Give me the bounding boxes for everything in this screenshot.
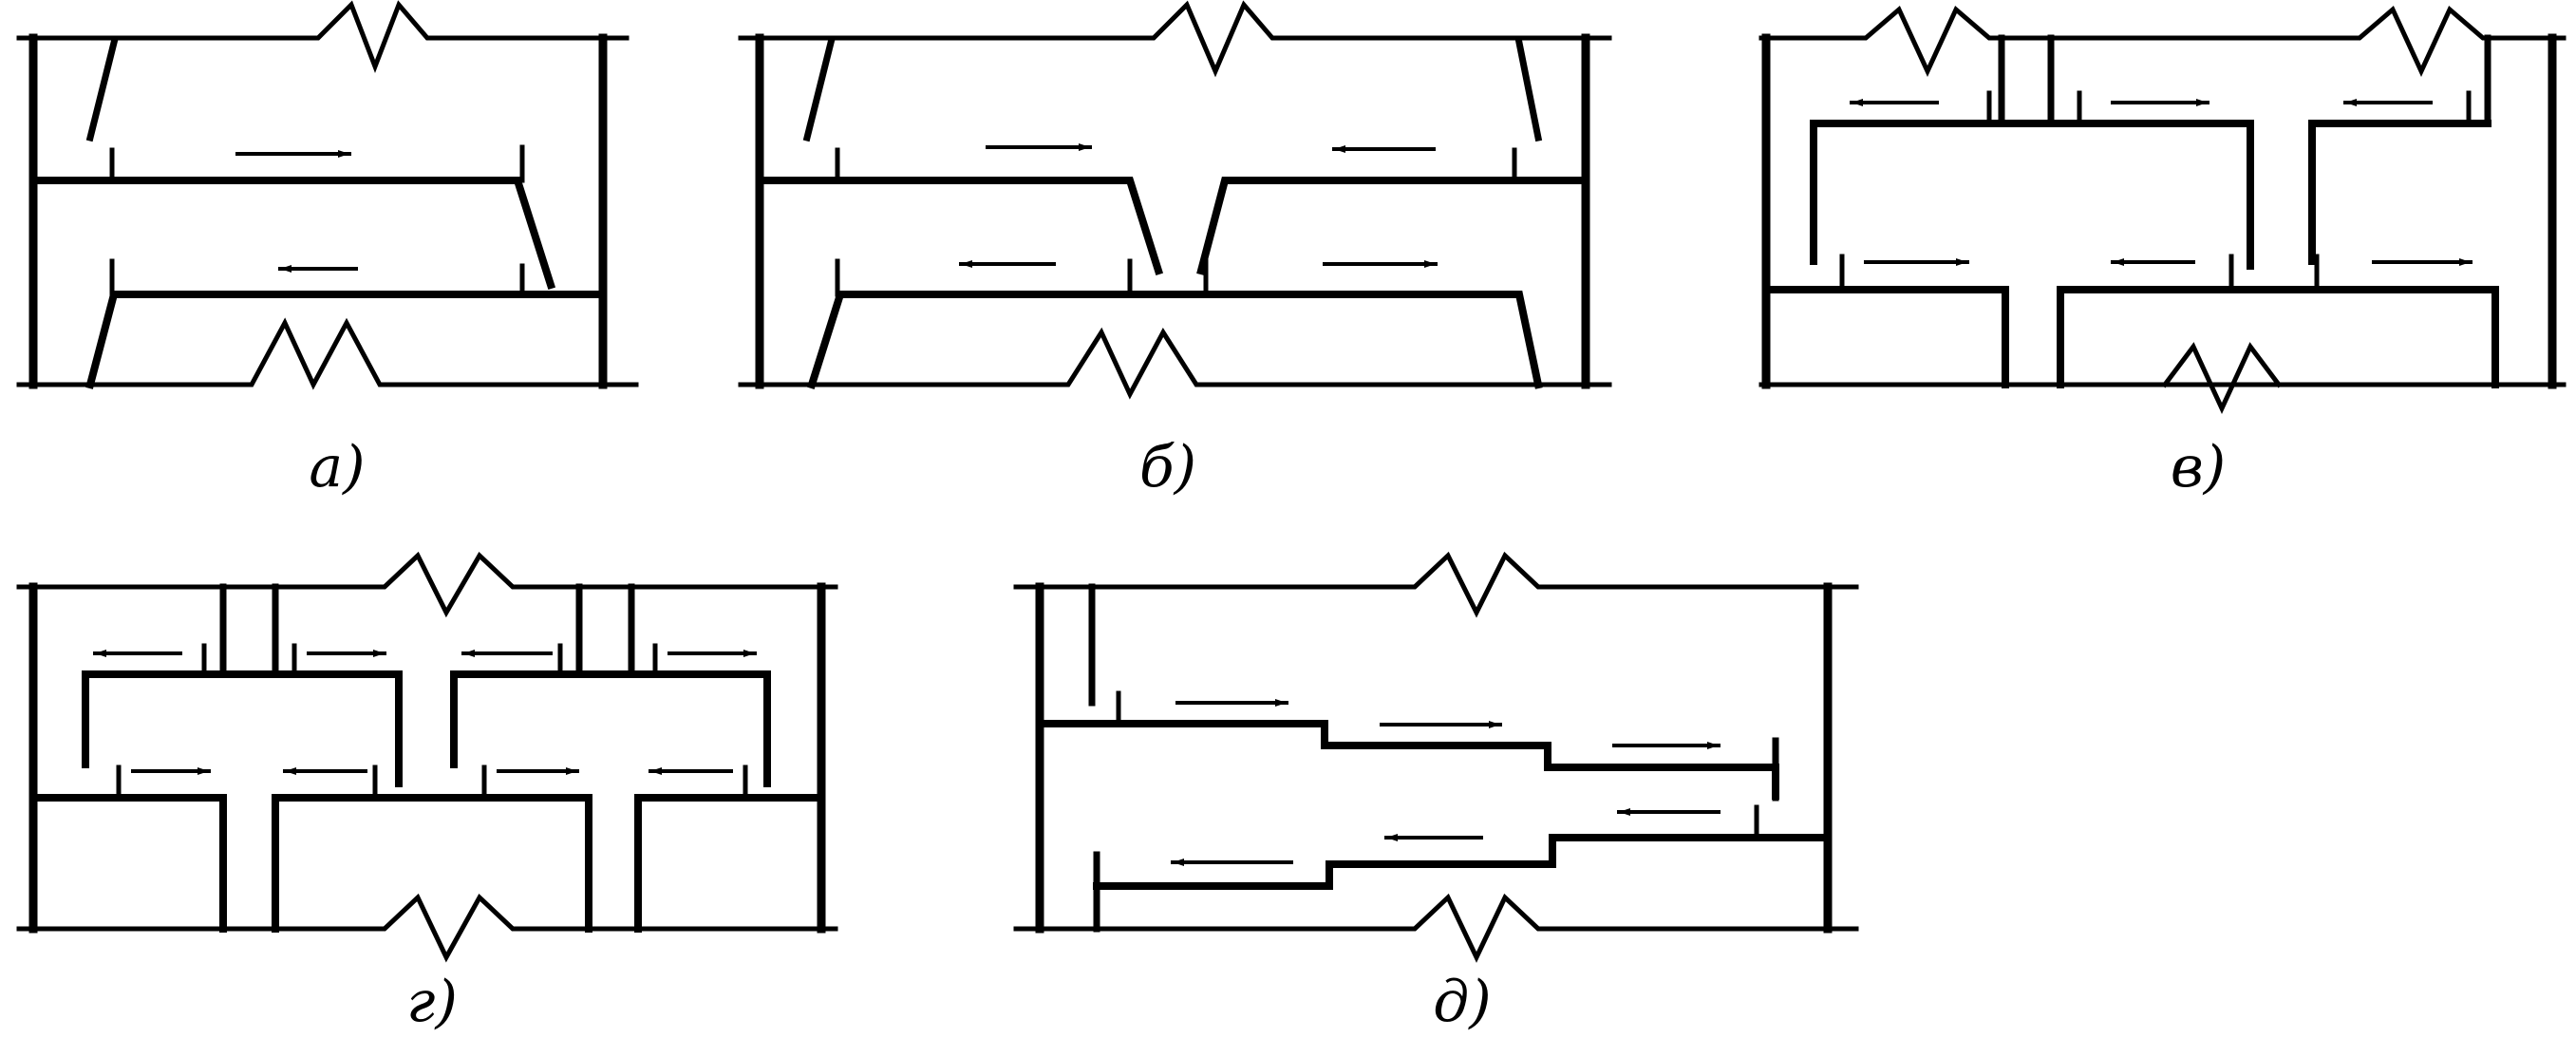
ramp-top-stub <box>85 38 119 142</box>
upper-slab-right <box>2308 120 2491 265</box>
lower-slab-1 <box>29 794 227 933</box>
slab-top-line <box>16 551 838 618</box>
ramp-top-stub-right <box>1514 38 1543 142</box>
ramp-upper-slab-left <box>756 177 1164 276</box>
lower-slab-right <box>2057 286 2499 388</box>
split-level-upper-ramp <box>1036 720 1779 800</box>
lower-slab-3 <box>634 794 825 933</box>
ramp-lower-slab <box>806 291 1543 390</box>
panel-g-label: г) <box>406 969 458 1035</box>
panel-g <box>16 551 838 963</box>
panel-b-label: б) <box>1139 434 1196 500</box>
ramp-lower-slab <box>85 291 607 389</box>
upper-slab-left <box>82 670 403 787</box>
panel-v-label: в) <box>2171 434 2226 500</box>
ramp-upper-slab <box>29 177 556 291</box>
panel-a <box>16 0 639 390</box>
slab-top-line <box>1758 5 2567 77</box>
slab-top-line <box>16 0 630 73</box>
upper-slab-left <box>1810 120 2254 270</box>
panel-v <box>1758 5 2567 414</box>
slab-top-line <box>1013 551 1859 618</box>
slab-top-line <box>738 0 1612 78</box>
panel-d-label: д) <box>1433 969 1491 1035</box>
slab-bottom-line <box>738 327 1612 400</box>
slab-bottom-line <box>16 317 639 390</box>
slab-bottom-break <box>2161 342 2283 414</box>
slab-bottom-line <box>1013 893 1859 963</box>
panel-d <box>1013 551 1859 963</box>
ramp-top-stub-left <box>802 38 836 142</box>
split-level-lower-ramp <box>1093 834 1832 890</box>
panel-a-label: а) <box>309 434 365 500</box>
lower-slab-left <box>1762 286 2009 388</box>
slab-bottom-line <box>16 893 838 963</box>
upper-slab-right <box>450 670 771 787</box>
ramp-upper-slab-right <box>1196 177 1589 275</box>
panel-b <box>738 0 1612 400</box>
lower-slab-2 <box>272 794 592 933</box>
